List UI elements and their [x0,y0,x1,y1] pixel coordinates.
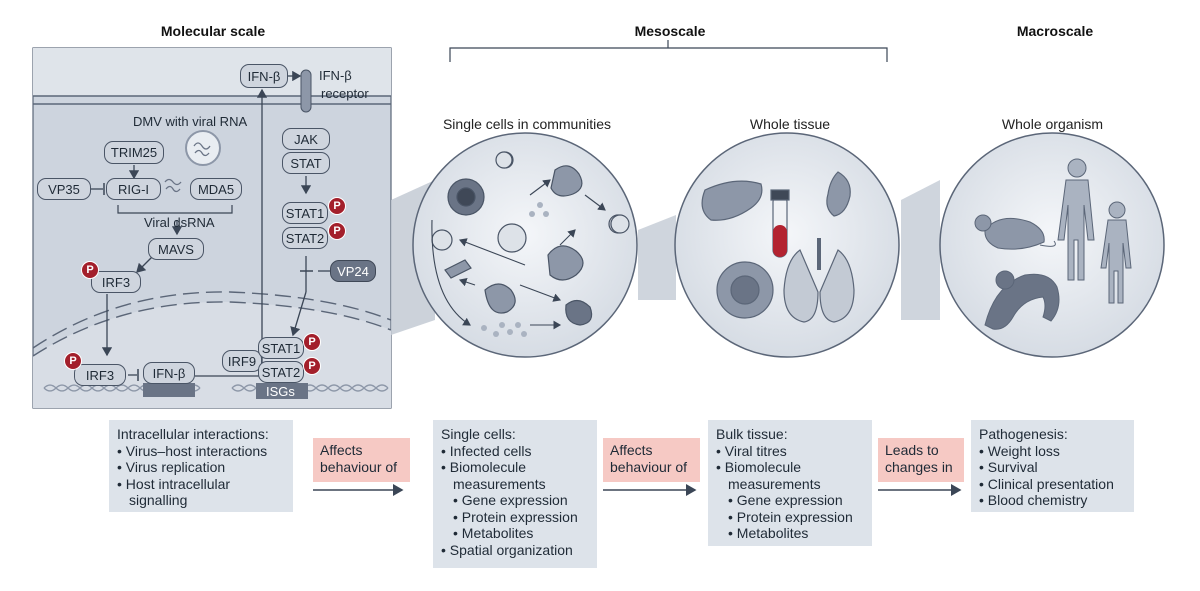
mda5-node: MDA5 [190,178,242,200]
info-line: measurements [453,475,546,492]
info-line: • Host intracellular [117,475,231,492]
info-line: • Survival [979,459,1038,475]
mesoscale-bracket [449,40,888,62]
info-line: • Blood chemistry [979,492,1088,508]
nucleus-membrane [32,291,392,349]
connector-line: Affects [320,442,363,458]
info-line: • Spatial organization [441,541,573,558]
viral-dsrna-label: Viral dsRNA [144,215,215,230]
info-line: Intracellular interactions: [117,426,269,442]
stat1-node: STAT1 [282,202,328,224]
dmv-label: DMV with viral RNA [133,114,248,129]
info-line: signalling [129,492,188,508]
irf3-nuclear-phospho-badge: P [64,352,82,370]
stat2-node: STAT2 [282,227,328,249]
stat1-phospho-badge: P [328,197,346,215]
ifnb-receptor-label-2: receptor [321,86,369,101]
info-line: Pathogenesis: [979,426,1068,442]
ifnb-gene-node: IFN-β [143,362,195,384]
info-line: • Biomolecule [441,459,527,475]
info-line: • Viral titres [716,442,787,459]
irf3-node: IRF3 [91,271,141,293]
info-line: • Gene expression [728,492,843,508]
connector-line: behaviour of [320,459,398,475]
stat1-nuclear-phospho-badge: P [303,333,321,351]
single-cells-subheader: Single cells in communities [442,116,612,132]
affects-behaviour-label-2: Affects behaviour of [603,438,700,482]
stat1-nuclear-node: STAT1 [258,337,304,359]
irf9-node: IRF9 [222,350,262,372]
info-line: • Infected cells [441,442,532,459]
isgs-label: ISGs [266,384,295,399]
whole-organism-subheader: Whole organism [1001,116,1104,132]
ifnb-node: IFN-β [240,64,288,88]
whole-tissue-subheader: Whole tissue [749,116,831,132]
stat2-phospho-badge: P [328,222,346,240]
intracellular-info-box: Intracellular interactions: • Virus–host… [109,420,293,512]
organism-illustration [974,158,1132,330]
info-line: • Virus–host interactions [117,442,268,459]
info-line: measurements [728,475,821,492]
affects-behaviour-label-1: Affects behaviour of [313,438,410,482]
whole-organism-circle [939,132,1165,358]
info-line: • Metabolites [728,525,809,541]
bulk-tissue-info-box: Bulk tissue: • Viral titres • Biomolecul… [708,420,872,546]
jak-node: JAK [282,128,330,150]
connector-line: Leads to [885,442,939,458]
info-line: Single cells: [441,426,516,442]
stat2-nuclear-phospho-badge: P [303,357,321,375]
pathogenesis-info-box: Pathogenesis: • Weight loss • Survival •… [971,420,1134,512]
ifnb-receptor-label-1: IFN-β [319,68,352,83]
macroscale-header: Macroscale [1016,23,1094,39]
info-line: • Protein expression [453,508,578,525]
molecular-scale-header: Molecular scale [160,23,266,39]
info-line: • Gene expression [453,492,568,508]
rigi-node: RIG-I [106,178,161,200]
stat2-nuclear-node: STAT2 [258,361,304,383]
trim25-node: TRIM25 [104,141,164,164]
info-line: • Metabolites [453,525,534,541]
info-line: • Clinical presentation [979,475,1114,492]
irf3-nuclear-node: IRF3 [74,364,126,386]
leads-to-changes-label: Leads to changes in [878,438,964,482]
ifnb-gene-block [143,383,195,397]
info-line: • Biomolecule [716,459,802,475]
isgs-gene-block [256,383,308,399]
info-line: Bulk tissue: [716,426,788,442]
info-line: • Protein expression [728,508,853,525]
irf3-phospho-badge: P [81,261,99,279]
connector-line: Affects [610,442,653,458]
vp24-node: VP24 [330,260,376,282]
organ-illustration [701,171,855,323]
vp35-node: VP35 [37,178,91,200]
single-cells-info-box: Single cells: • Infected cells • Biomole… [433,420,597,568]
info-line: • Virus replication [117,459,226,475]
stat-node: STAT [282,152,330,174]
mavs-node: MAVS [148,238,204,260]
connector-line: behaviour of [610,459,688,475]
connector-line: changes in [885,459,953,475]
info-line: • Weight loss [979,442,1060,459]
mesoscale-header: Mesoscale [634,23,706,39]
